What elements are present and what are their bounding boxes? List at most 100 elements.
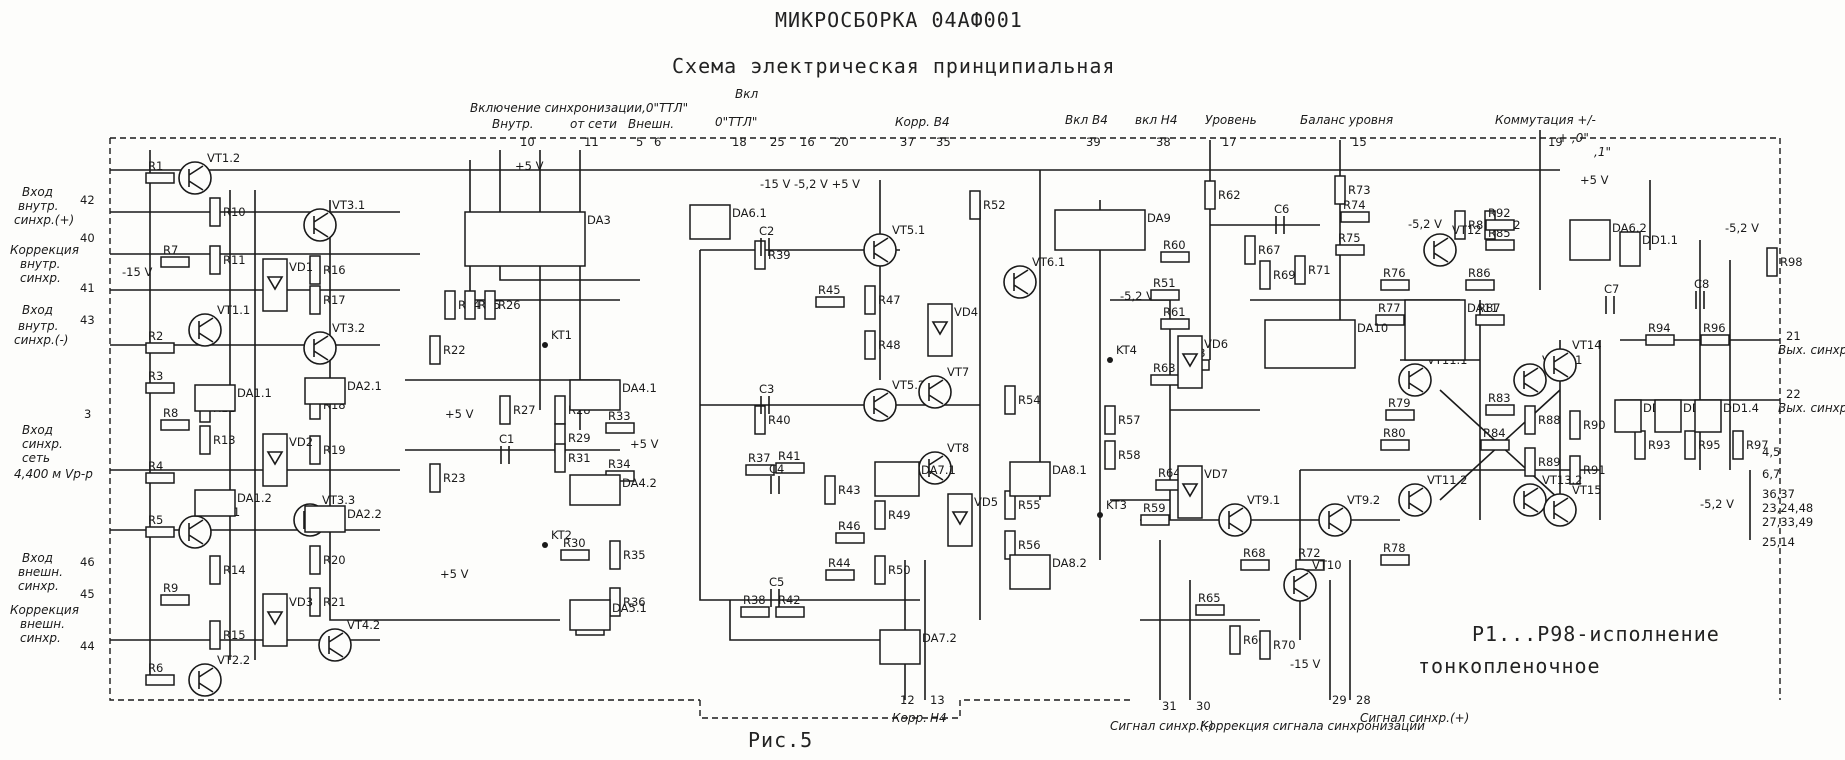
resistor-r87: R87	[1475, 301, 1505, 326]
transistor-vt9-2: VT9.2	[1318, 493, 1380, 537]
diagram-title: МИКРОСБОРКА 04АФ001	[775, 8, 1023, 32]
component-label: VT7	[947, 365, 969, 379]
top-pin-25: 25	[770, 135, 785, 149]
resistor-r73: R73	[1334, 175, 1371, 205]
top-pin-17: 17	[1222, 135, 1237, 149]
component-label: R11	[223, 253, 246, 267]
component-label: R34	[608, 457, 631, 471]
pin-45-label-1: Коррекция	[10, 603, 79, 617]
component-label: VT5.2	[892, 378, 925, 392]
transistor-vt5-1: VT5.1	[863, 223, 925, 267]
diode-vd5: VD5	[947, 493, 998, 547]
component-label: R40	[768, 413, 791, 427]
component-label: R44	[828, 556, 851, 570]
resistor-r83: R83	[1485, 391, 1515, 416]
ic-da4-2: DA4.2	[569, 474, 657, 506]
diagram-subtitle: Схема электрическая принципиальная	[672, 54, 1116, 78]
bottom-pin-13: 13	[930, 693, 945, 707]
pin-45-label-2: внешн.	[20, 617, 65, 631]
resistor-r43: R43	[824, 475, 861, 505]
top-pin-38: 38	[1156, 135, 1171, 149]
supply-plus5-c: +5 V	[630, 437, 659, 451]
component-label: C6	[1274, 202, 1289, 216]
transistor-vt2-2: VT2.2	[188, 653, 250, 697]
component-label: VD4	[954, 305, 978, 319]
top-pin-6: 6	[654, 135, 661, 149]
component-label: R27	[513, 403, 536, 417]
component-label: R1	[148, 159, 163, 173]
component-label: R2	[148, 329, 163, 343]
component-label: R89	[1538, 455, 1561, 469]
resistor-r89: R89	[1524, 447, 1561, 477]
ic-da1-2: DA1.2	[194, 489, 272, 517]
component-label: VD3	[289, 595, 313, 609]
supply-rail-mix: -15 V -5,2 V +5 V	[760, 177, 860, 191]
component-label: R61	[1163, 305, 1186, 319]
transistor-vt5-2: VT5.2	[863, 378, 925, 422]
supply-plus5-b: +5 V	[440, 567, 469, 581]
component-label: DA7.2	[922, 631, 957, 645]
component-label: R60	[1163, 238, 1186, 252]
resistor-r92: R92	[1485, 206, 1515, 231]
transistor-vt6-1: VT6.1	[1003, 255, 1065, 299]
component-label: R96	[1703, 321, 1726, 335]
resistor-r88: R88	[1524, 405, 1561, 435]
component-label: R83	[1488, 391, 1511, 405]
component-label: VT15	[1572, 483, 1602, 497]
top-label-level-balance: Баланс уровня	[1300, 113, 1393, 127]
bottom-pin-31: 31	[1162, 699, 1177, 713]
ic-da7-2: DA7.2	[879, 629, 957, 665]
ic-da7-1: DA7.1	[874, 461, 956, 497]
resistor-r45: R45	[815, 283, 845, 308]
resistor-r42: R42	[775, 593, 805, 618]
transistor-vt7: VT7	[918, 365, 969, 409]
supply-minus52-d: -5,2 V	[1700, 497, 1734, 511]
component-label: R72	[1298, 546, 1321, 560]
pin-41: 41	[80, 281, 95, 295]
component-label: VD2	[289, 435, 313, 449]
component-label: R42	[778, 593, 801, 607]
resistor-r70: R70	[1259, 630, 1296, 660]
component-label: R98	[1780, 255, 1803, 269]
component-label: R80	[1383, 426, 1406, 440]
diode-vd4: VD4	[927, 303, 978, 357]
pin-3-label-3: сеть	[22, 451, 50, 465]
bottom-pin-12: 12	[900, 693, 915, 707]
ic-da8-1: DA8.1	[1009, 461, 1087, 497]
component-label: R70	[1273, 638, 1296, 652]
component-label: R65	[1198, 591, 1221, 605]
test-point-kt1: KT1	[542, 328, 572, 348]
resistor-r79: R79	[1385, 396, 1415, 421]
resistor-r98: R98	[1766, 247, 1803, 277]
resistor-r59: R59	[1140, 501, 1170, 526]
component-label: DA8.2	[1052, 556, 1087, 570]
ic-da9: DA9	[1054, 209, 1171, 251]
resistor-r41: R41	[775, 449, 805, 474]
resistor-r93: R93	[1634, 430, 1671, 460]
bottom-labels: 12 13 Корр. Н4 31 30 29 28 Сигнал синхр.…	[892, 693, 1469, 733]
resistor-r57: R57	[1104, 405, 1141, 435]
component-label: R29	[568, 431, 591, 445]
component-label: R23	[443, 471, 466, 485]
bottom-label-sync-plus: Сигнал синхр.(+)	[1360, 711, 1469, 725]
component-label: R79	[1388, 396, 1411, 410]
component-label: R3	[148, 369, 163, 383]
top-label-level: Уровень	[1205, 113, 1257, 127]
component-label: DA4.1	[622, 381, 657, 395]
component-label: C7	[1604, 282, 1619, 296]
pin-46: 46	[80, 555, 95, 569]
resistor-r49: R49	[874, 500, 911, 530]
pin-3-label-1: Вход	[22, 423, 53, 437]
component-label: R92	[1488, 206, 1511, 220]
test-point-kt3: KT3	[1097, 498, 1127, 518]
resistor-r27: R27	[499, 395, 536, 425]
component-label: R73	[1348, 183, 1371, 197]
component-label: VT11.2	[1427, 473, 1468, 487]
bottom-label-corr: Корр.	[892, 711, 927, 725]
resistor-r15: R15	[209, 620, 246, 650]
component-label: R84	[1483, 426, 1506, 440]
component-label: R88	[1538, 413, 1561, 427]
resistor-r5: R5	[145, 513, 175, 538]
pin-40-label-3: синхр.	[20, 271, 61, 285]
